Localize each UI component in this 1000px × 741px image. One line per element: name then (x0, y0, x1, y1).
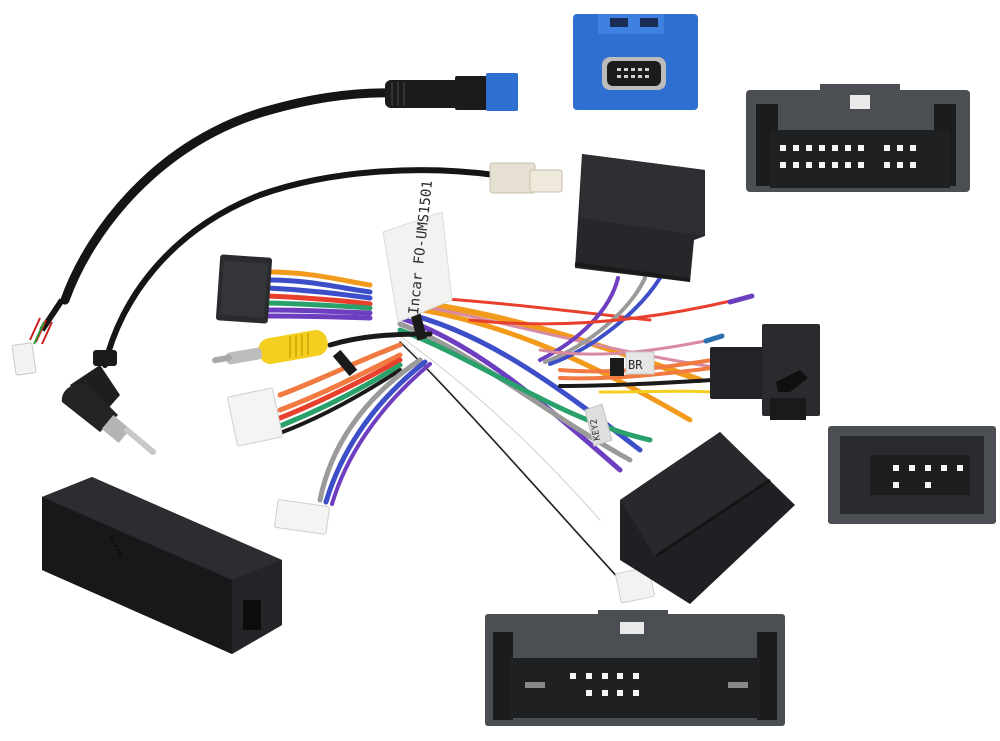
left-harness-connector (215, 254, 273, 324)
usb-plug-blue (486, 73, 518, 111)
decoder-port (243, 600, 261, 630)
decoder-led-vents (110, 536, 122, 556)
cable-tie (610, 358, 624, 376)
white-connector-left (227, 387, 283, 447)
usb-cable-strain-relief (385, 80, 460, 108)
br-label-tag: BR (625, 351, 655, 375)
blue-mini-usb-socket (573, 14, 698, 110)
small-tag-text: BR (628, 358, 643, 372)
usb-cable-small-plug (11, 342, 37, 376)
vehicle-connector-bottom (485, 610, 785, 726)
white-connector-bottom (274, 499, 330, 535)
white-2pin-plug (489, 162, 536, 194)
mini-usb-port (607, 61, 661, 86)
cable-tie (332, 349, 358, 377)
rca-plug (212, 330, 328, 365)
side-connector (710, 324, 820, 420)
antenna-pin (123, 427, 157, 455)
key-tag-text: KEY2 (589, 418, 603, 441)
white-connector-small (615, 566, 655, 604)
antenna-right-angle-plug (61, 383, 118, 432)
key2-label-tag: KEY2 (584, 403, 613, 447)
antenna-adapter (61, 162, 563, 455)
vehicle-connector-right (828, 426, 996, 524)
vehicle-connector-top-right (746, 84, 970, 192)
decoder-box (42, 477, 282, 654)
incar-label-tag: Incar FO-UMS1501 (382, 180, 453, 323)
radio-harness-connector-top (574, 154, 705, 282)
usb-cable (11, 73, 518, 376)
radio-harness-connector-bottom (620, 432, 795, 604)
